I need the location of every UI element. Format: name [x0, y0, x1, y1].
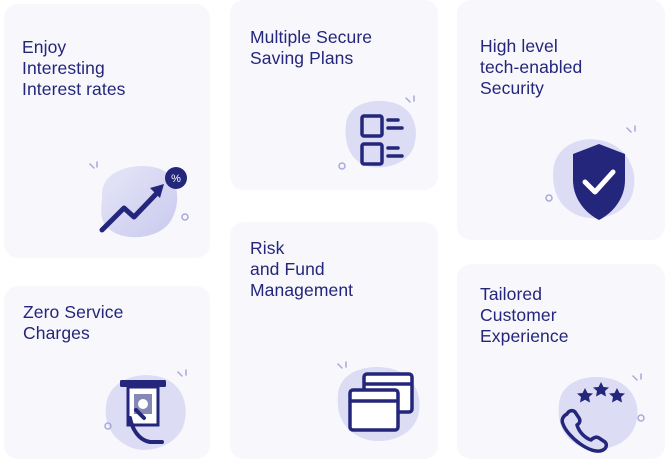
- feature-card-risk: Risk and Fund Management: [230, 222, 438, 459]
- feature-title: Risk and Fund Management: [250, 238, 354, 300]
- feature-title: High level tech-enabled Security: [480, 36, 583, 98]
- svg-text:%: %: [171, 173, 181, 185]
- feature-title: Enjoy Interesting Interest rates: [22, 37, 126, 99]
- feature-title: Zero Service Charges: [23, 302, 124, 343]
- feature-card-security: High level tech-enabled Security: [457, 0, 665, 240]
- rising-chart-percent-icon: %: [89, 161, 189, 238]
- feature-card-zero-charges: Zero Service Charges: [4, 286, 210, 459]
- atm-cash-icon: [104, 369, 187, 450]
- feature-title: Multiple Secure Saving Plans: [250, 27, 373, 68]
- browser-windows-icon: [337, 361, 420, 442]
- feature-title: Tailored Customer Experience: [480, 284, 569, 346]
- feature-card-experience: Tailored Customer Experience: [457, 264, 665, 459]
- phone-stars-icon: [558, 373, 645, 453]
- feature-card-interest: Enjoy Interesting Interest rates %: [4, 4, 210, 258]
- feature-card-saving-plans: Multiple Secure Saving Plans: [230, 0, 438, 190]
- shield-check-icon: [545, 125, 636, 220]
- plan-list-icon: [338, 95, 416, 170]
